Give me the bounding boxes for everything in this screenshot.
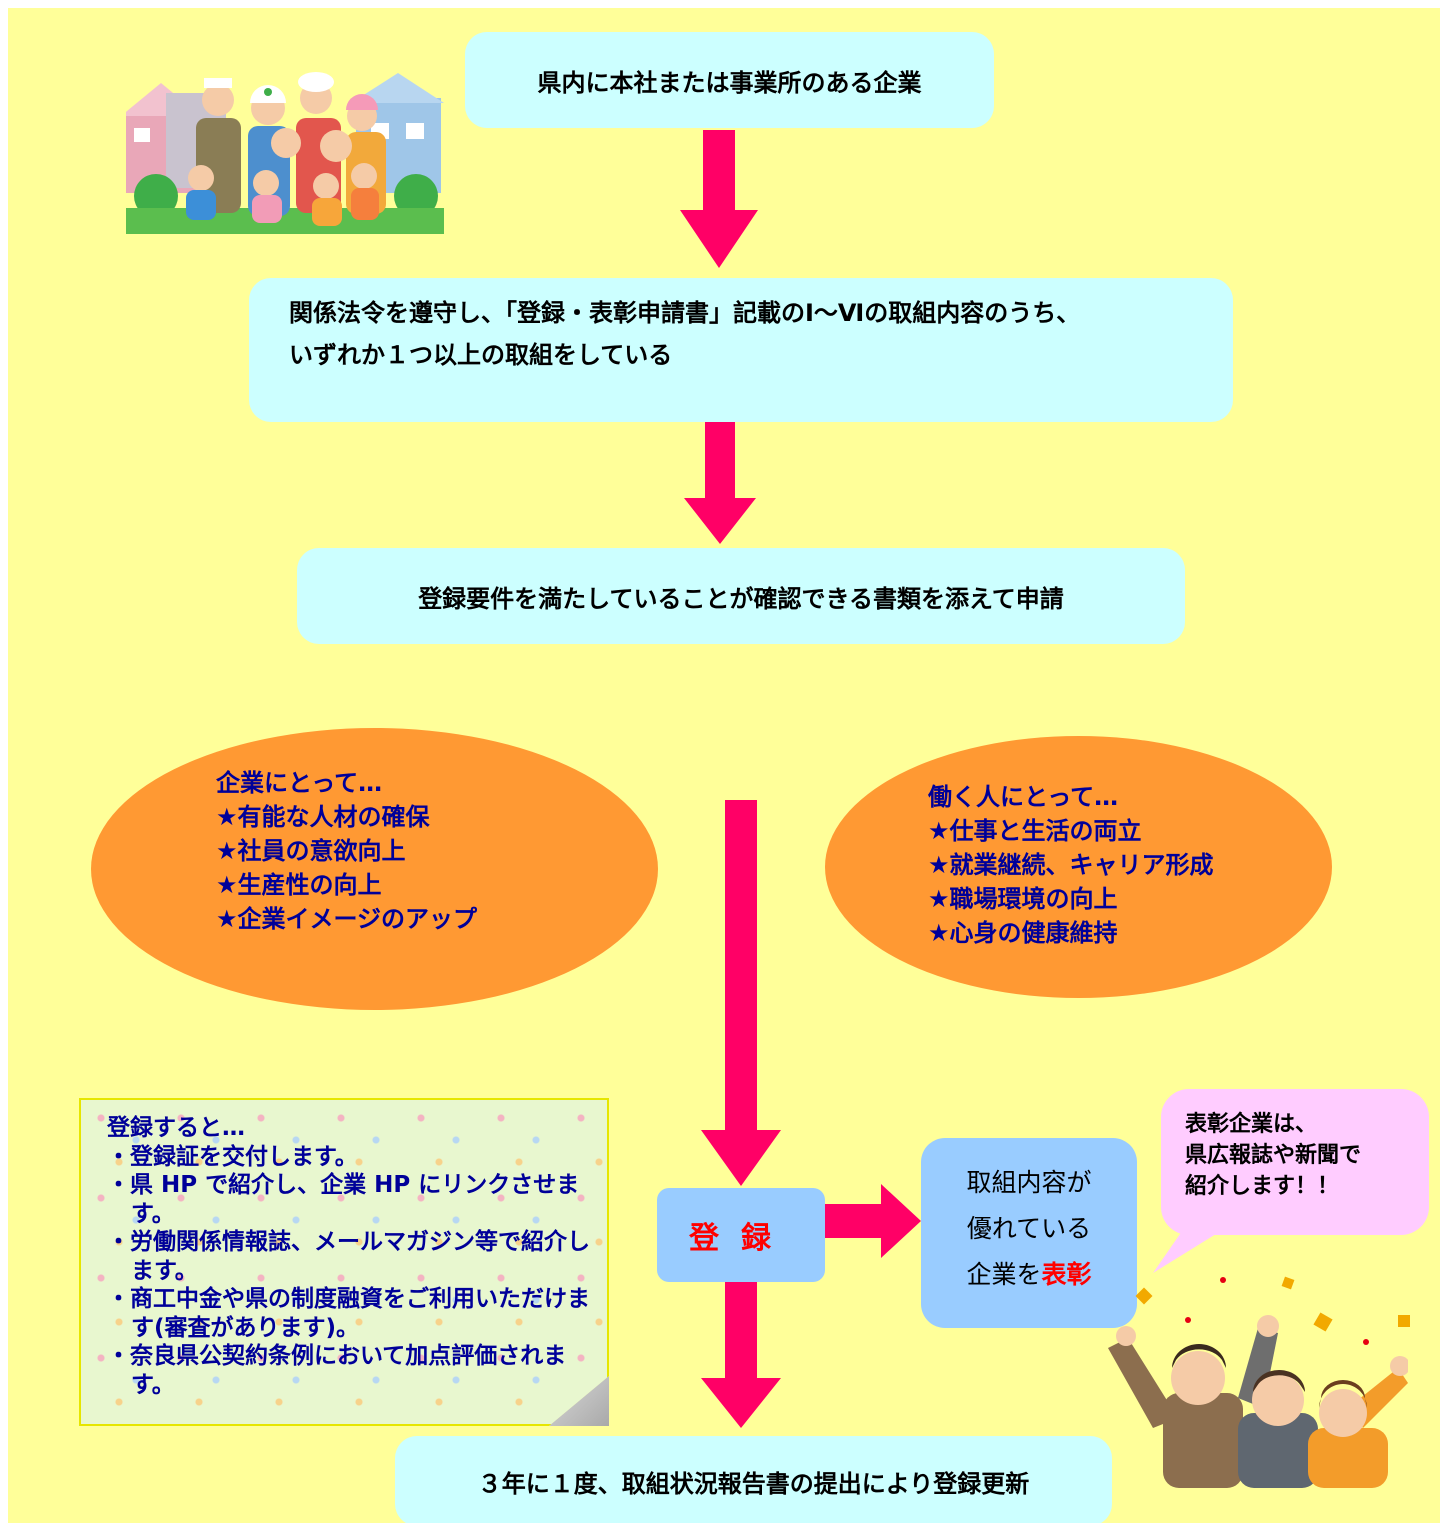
flow-arrow-3 (701, 800, 781, 1186)
registration-note-item: ・登録証を交付します。 (107, 1143, 358, 1170)
renewal-box: ３年に１度、取組状況報告書の提出により登録更新 (395, 1436, 1112, 1523)
award-box: 取組内容が 優れている 企業を表彰 (921, 1138, 1137, 1328)
step-application: 登録要件を満たしていることが確認できる書類を添えて申請 (297, 548, 1185, 644)
worker-benefit-item: ★心身の健康維持 (928, 919, 1118, 947)
bubble-line-2: 県広報誌や新聞で (1185, 1143, 1362, 1168)
flow-arrow-1 (680, 130, 758, 268)
company-benefits-ellipse: 企業にとって… ★有能な人材の確保 ★社員の意欲向上 ★生産性の向上 ★企業イメ… (91, 728, 658, 1010)
step-application-text: 登録要件を満たしていることが確認できる書類を添えて申請 (418, 584, 1064, 613)
registration-note-item: ・県 HP で紹介し、企業 HP にリンクさせます。 (107, 1172, 580, 1227)
company-benefit-item: ★生産性の向上 (216, 871, 382, 899)
family-and-houses-illustration (126, 72, 444, 234)
registration-benefits-note: 登録すると… ・登録証を交付します。 ・県 HP で紹介し、企業 HP にリンク… (79, 1098, 609, 1426)
registration-note-item: ・労働関係情報誌、メールマガジン等で紹介します。 (107, 1229, 590, 1284)
step-compliance-requirement: 関係法令を遵守し、「登録・表彰申請書」記載のⅠ～Ⅵの取組内容のうち、 いずれか１… (249, 278, 1233, 422)
worker-benefits-ellipse: 働く人にとって… ★仕事と生活の両立 ★就業継続、キャリア形成 ★職場環境の向上… (825, 736, 1332, 998)
step-compliance-line-2: いずれか１つ以上の取組をしている (289, 341, 673, 369)
award-line-2: 優れている (966, 1214, 1092, 1243)
award-line-3-prefix: 企業を (966, 1260, 1042, 1289)
registration-note-item: ・商工中金や県の制度融資をご利用いただけます(審査があります)。 (107, 1286, 590, 1341)
registration-label: 登録 (689, 1221, 793, 1256)
flow-arrow-4 (701, 1282, 781, 1428)
registration-note-item: ・奈良県公契約条例において加点評価されます。 (107, 1343, 567, 1398)
worker-benefit-item: ★職場環境の向上 (928, 885, 1118, 913)
bubble-line-1: 表彰企業は、 (1185, 1112, 1318, 1137)
registration-box: 登録 (657, 1188, 825, 1282)
award-line-1: 取組内容が (966, 1168, 1092, 1197)
step-company-eligibility-text: 県内に本社または事業所のある企業 (537, 68, 922, 97)
renewal-text: ３年に１度、取組状況報告書の提出により登録更新 (477, 1469, 1030, 1498)
company-benefit-item: ★社員の意欲向上 (216, 837, 406, 865)
step-company-eligibility: 県内に本社または事業所のある企業 (465, 32, 994, 128)
confetti-icon (1135, 1276, 1410, 1345)
worker-benefit-item: ★就業継続、キャリア形成 (928, 851, 1214, 879)
bubble-line-3: 紹介します！！ (1185, 1174, 1340, 1199)
diagram-canvas: 県内に本社または事業所のある企業 関係法令を遵守し、「登録・表彰申請書」記載のⅠ… (8, 8, 1440, 1523)
award-announcement-bubble: 表彰企業は、 県広報誌や新聞で 紹介します！！ (1161, 1089, 1429, 1235)
company-benefit-item: ★有能な人材の確保 (216, 803, 430, 831)
worker-benefits-title: 働く人にとって… (928, 783, 1119, 811)
company-benefits-title: 企業にとって… (216, 769, 383, 797)
flow-arrow-2 (684, 422, 756, 544)
worker-benefit-item: ★仕事と生活の両立 (928, 817, 1142, 845)
flow-arrow-to-award (825, 1184, 921, 1258)
award-highlight: 表彰 (1041, 1260, 1092, 1289)
step-compliance-line-1: 関係法令を遵守し、「登録・表彰申請書」記載のⅠ～Ⅵの取組内容のうち、 (289, 299, 1081, 327)
company-benefit-item: ★企業イメージのアップ (216, 905, 478, 933)
cheering-workers-illustration (1108, 1315, 1408, 1488)
registration-note-title: 登録すると… (107, 1115, 245, 1141)
award-line-3: 企業を表彰 (921, 1252, 1137, 1298)
